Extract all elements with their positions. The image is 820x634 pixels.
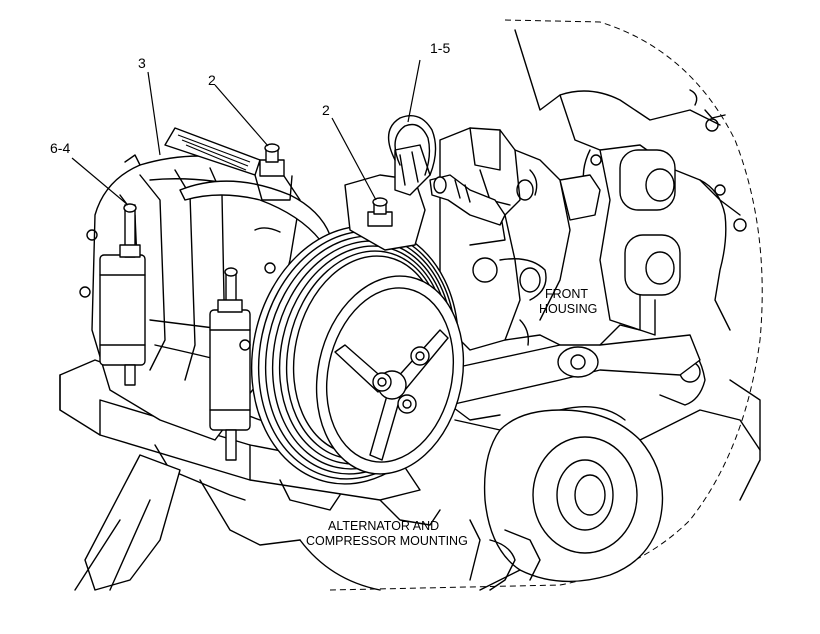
mounting-label-line1: ALTERNATOR AND [328, 519, 439, 533]
front-housing-label-line1: FRONT [545, 287, 588, 301]
callout-3: 3 [138, 55, 146, 71]
front-housing [514, 29, 761, 501]
callout-2-left: 2 [208, 72, 216, 88]
mounting-bracket-arm [444, 324, 701, 421]
lifting-bracket [344, 115, 506, 251]
compressor-pulley [250, 225, 465, 485]
callout-labels: 3 2 2 1-5 6-4 [50, 40, 450, 156]
mounting-label-line2: COMPRESSOR MOUNTING [306, 534, 468, 548]
callout-leaders [71, 59, 421, 206]
ac-compressor [79, 127, 331, 461]
callout-2-right: 2 [322, 102, 330, 118]
callout-1-5: 1-5 [430, 40, 450, 56]
engine-block-middle [439, 127, 601, 351]
alternator-pulley-area [454, 405, 761, 591]
front-housing-label-line2: HOUSING [539, 302, 597, 316]
area-notes: FRONT HOUSING ALTERNATOR AND COMPRESSOR … [306, 287, 597, 548]
hidden-boundary-outline [329, 19, 763, 591]
callout-6-4: 6-4 [50, 140, 70, 156]
